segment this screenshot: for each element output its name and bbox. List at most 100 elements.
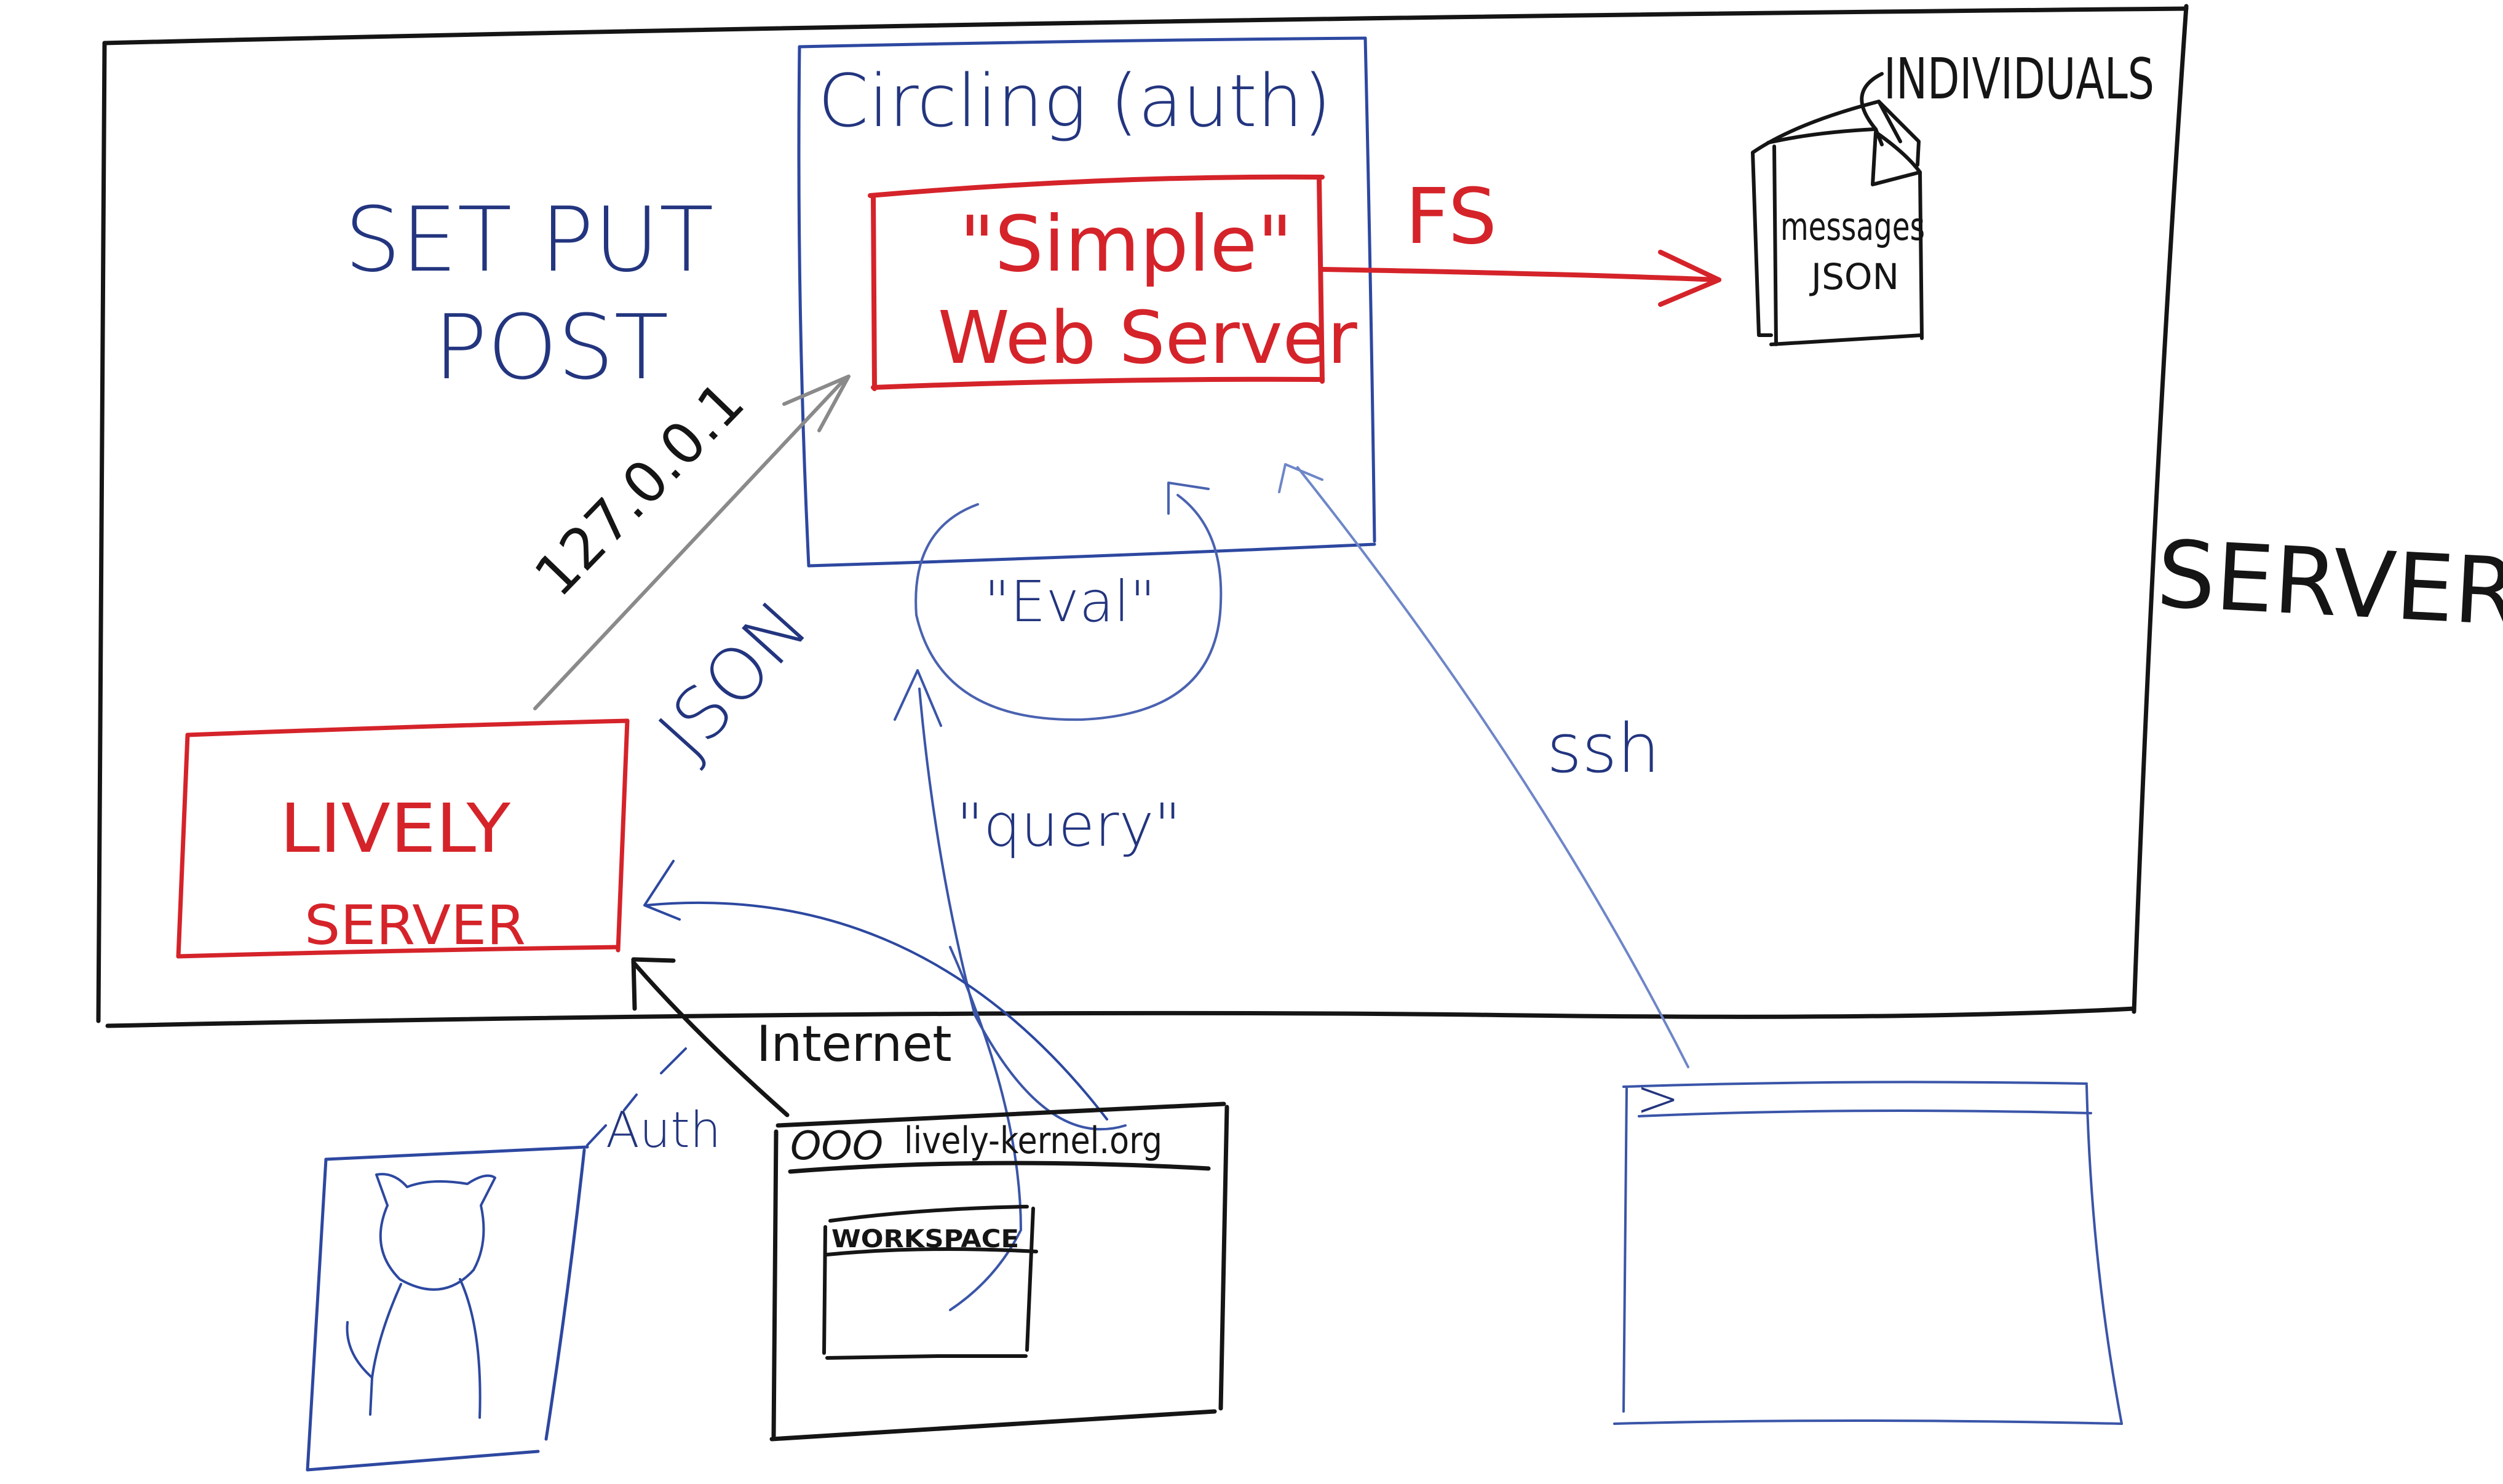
server-region-box — [96, 4, 2189, 1028]
auth-dash-3 — [586, 1124, 607, 1146]
json-response-shaft — [645, 901, 1108, 1121]
fs-arrow-head — [1658, 250, 1721, 307]
auth-label: Auth — [606, 1101, 721, 1159]
simple-server-box-bottom — [871, 376, 1325, 390]
query-arrow-head — [894, 669, 942, 727]
fs-arrow-shaft — [1320, 267, 1721, 282]
localhost-arrow-label: 127.0.0.1 — [522, 369, 757, 609]
server-box-right-edge — [2132, 4, 2189, 1014]
simple-web-server-box — [868, 174, 1325, 391]
browser-left-edge — [771, 1129, 779, 1438]
internet-arrow-label: Internet — [756, 1015, 952, 1073]
terminal-left-edge — [1622, 1087, 1628, 1413]
auth-dash-1 — [660, 1047, 687, 1074]
front-file-outline — [1766, 127, 1924, 346]
json-diagonal-label: JSON — [641, 584, 824, 774]
simple-web-server-line2: Web Server — [938, 295, 1357, 380]
circling-box-top — [798, 36, 1367, 49]
back-file-outline — [1751, 100, 1902, 337]
localhost-arrow-shaft — [533, 376, 847, 710]
server-region-label: SERVER — [2154, 521, 2503, 647]
auth-card — [306, 1145, 589, 1472]
terminal-prompt: > — [1636, 1068, 1680, 1129]
browser-toolbar-divider — [788, 1161, 1211, 1174]
json-file-stack-icon — [1751, 72, 1924, 346]
auth-card-left — [306, 1157, 328, 1472]
eval-loop-curve — [914, 494, 1223, 721]
workspace-title: WORKSPACE — [831, 1225, 1019, 1253]
internet-arrow — [631, 957, 790, 1117]
json-response-arrow — [643, 860, 1108, 1121]
query-arrow-label: "query" — [956, 791, 1181, 860]
workspace-title-divider — [825, 1247, 1038, 1256]
browser-top-edge — [775, 1101, 1226, 1128]
browser-right-edge — [1218, 1105, 1229, 1411]
fs-arrow — [1320, 250, 1721, 307]
terminal-top-edge — [1622, 1081, 2088, 1088]
localhost-arrow — [533, 375, 851, 710]
octocat-body-right — [459, 1278, 482, 1419]
workspace-link-curve — [949, 946, 1022, 1311]
back-file-dog-ear — [1877, 100, 1921, 167]
http-methods-line2: POST — [434, 296, 668, 400]
browser-url: lively-kernel.org — [904, 1119, 1162, 1162]
lively-box-left — [176, 732, 190, 959]
eval-loop-arrow — [914, 482, 1223, 721]
eval-loop-head — [1167, 482, 1210, 515]
ssh-arrow-head — [1278, 463, 1323, 493]
github-octocat-icon — [346, 1173, 496, 1419]
simple-server-box-left — [871, 193, 877, 391]
workspace-right — [1025, 1207, 1035, 1352]
lively-server-line2: SERVER — [304, 894, 526, 957]
workspace-top — [828, 1205, 1029, 1223]
individuals-label: INDIVIDUALS — [1884, 46, 2154, 112]
file-label-json: JSON — [1809, 256, 1899, 298]
file-label-messages: messages — [1780, 204, 1925, 249]
ssh-arrow-label: ssh — [1547, 709, 1660, 788]
circling-auth-label: Circling (auth) — [818, 58, 1331, 143]
browser-window — [769, 1101, 1229, 1442]
auth-card-top — [324, 1145, 589, 1161]
localhost-arrow-head — [782, 375, 851, 432]
circling-box-right — [1363, 36, 1376, 543]
auth-card-bottom — [306, 1450, 540, 1472]
workspace-window — [822, 1205, 1038, 1360]
query-arrow — [894, 669, 1127, 1311]
lively-box-bottom — [176, 945, 621, 959]
ssh-arrow-shaft — [1296, 466, 1689, 1068]
terminal-bottom-edge — [1613, 1419, 2123, 1425]
lively-box-right — [616, 718, 630, 953]
terminal-title-divider — [1638, 1109, 2092, 1117]
fs-arrow-label: FS — [1405, 172, 1497, 261]
server-box-left-edge — [96, 41, 107, 1023]
json-response-head — [643, 860, 681, 921]
internet-arrow-shaft — [631, 960, 790, 1117]
circling-auth-box — [797, 36, 1376, 568]
ssh-arrow — [1278, 463, 1689, 1068]
octocat-tail — [346, 1321, 373, 1379]
server-box-top-edge — [102, 6, 2189, 46]
eval-loop-label: "Eval" — [984, 569, 1156, 635]
browser-traffic-lights: OOO — [790, 1124, 883, 1169]
browser-bottom-edge — [769, 1409, 1217, 1442]
octocat-head — [375, 1173, 496, 1291]
http-methods-line1: SET PUT — [344, 188, 713, 292]
dog-ear-fold — [1871, 130, 1922, 186]
circling-box-bottom — [807, 542, 1376, 568]
workspace-left — [822, 1225, 827, 1355]
individuals-leader-line — [1860, 72, 1884, 131]
terminal-right-edge — [2085, 1084, 2123, 1425]
terminal-window — [1613, 1081, 2123, 1425]
auth-dash-2 — [623, 1093, 638, 1111]
simple-server-box-top — [868, 174, 1325, 198]
simple-server-box-right — [1317, 176, 1325, 384]
circling-box-left — [797, 45, 811, 568]
lively-server-line1: LIVELY — [280, 789, 511, 868]
workspace-bottom — [825, 1354, 1028, 1360]
lively-server-box — [176, 718, 630, 959]
octocat-body — [369, 1283, 402, 1416]
lively-box-top — [185, 718, 630, 737]
auth-card-right — [544, 1148, 586, 1441]
server-box-bottom-edge — [105, 1006, 2136, 1028]
